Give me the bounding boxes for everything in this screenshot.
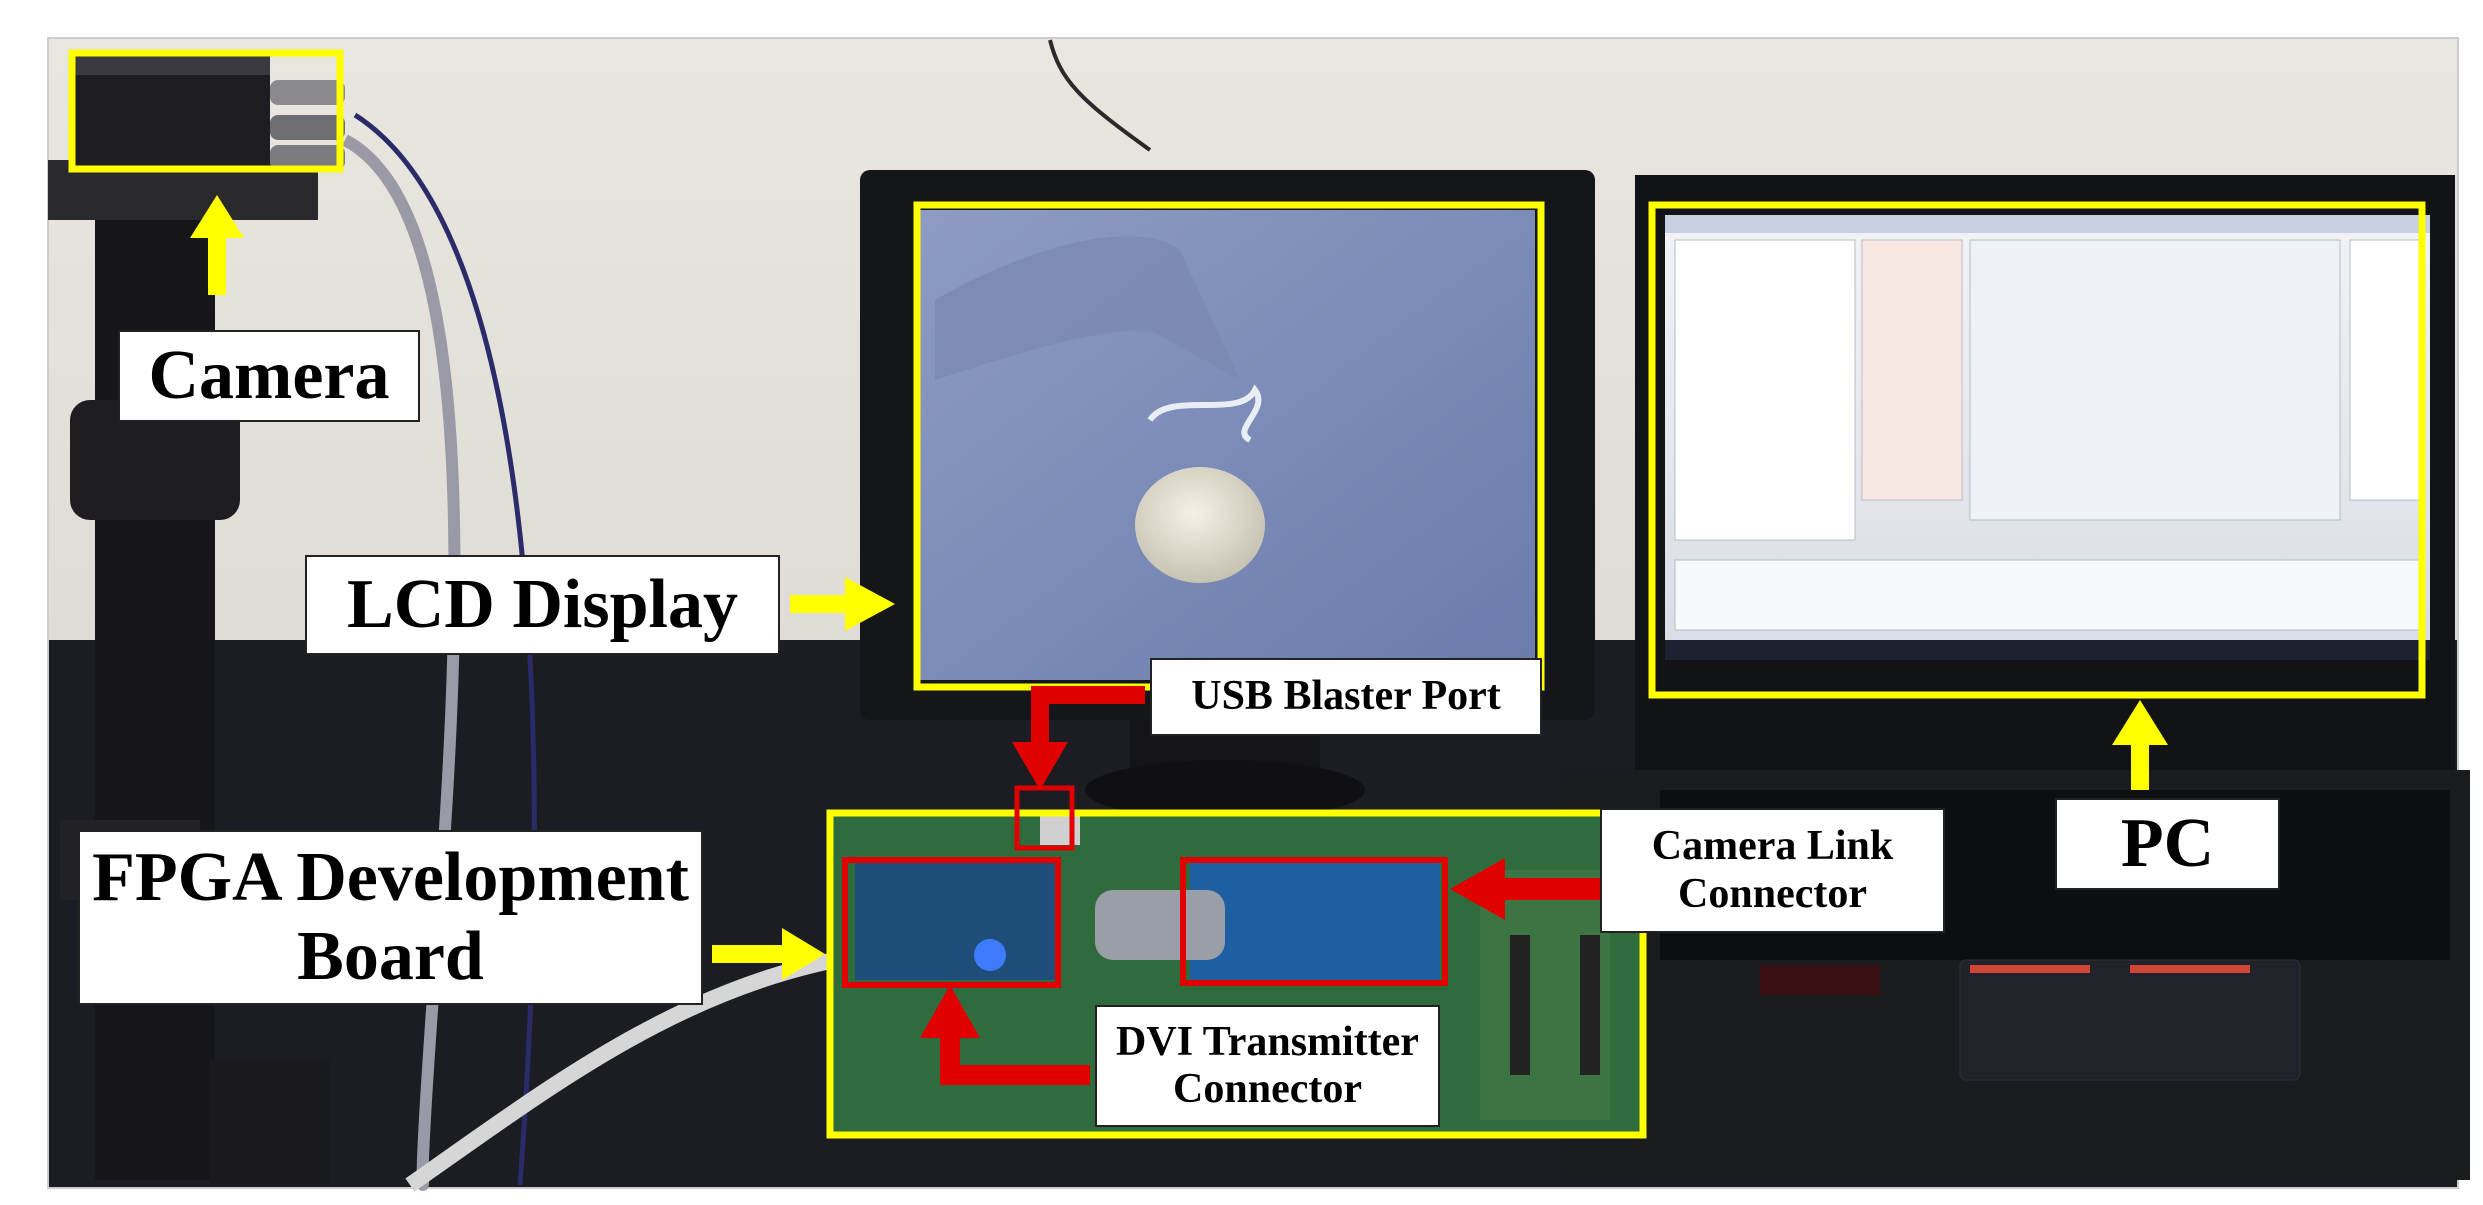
- lcd-monitor-icon: [860, 170, 1595, 820]
- fpga-board-label: FPGA Development Board: [78, 830, 703, 1005]
- fpga-arrow-icon: [712, 928, 825, 980]
- camera-device-icon: [70, 55, 345, 170]
- pc-label: PC: [2055, 798, 2280, 890]
- pc-label-text: PC: [2120, 804, 2215, 882]
- laptop-pc-icon: [1560, 175, 2470, 1180]
- lcd-display-label-text: LCD Display: [347, 565, 738, 643]
- white-cable: [405, 942, 901, 1192]
- lcd-display-label: LCD Display: [305, 555, 780, 655]
- pc-highlight-box: [1648, 201, 2426, 699]
- camera-label-text: Camera: [148, 336, 390, 414]
- dvi-highlight-box: [842, 857, 1061, 988]
- camera-link-arrow-icon: [1450, 858, 1603, 920]
- fpga-board-label-line1: FPGA Development: [92, 839, 689, 917]
- usb-blaster-arrow-icon: [1012, 686, 1145, 790]
- lcd-arrow-icon: [790, 577, 895, 631]
- fpga-highlight-box: [826, 809, 1647, 1139]
- dvi-transmitter-connector-label: DVI Transmitter Connector: [1095, 1005, 1440, 1127]
- usb-blaster-highlight-box: [1014, 785, 1075, 851]
- camera-highlight-box: [68, 49, 344, 173]
- fpga-board-label-line2: Board: [297, 917, 484, 995]
- usb-blaster-port-label-text: USB Blaster Port: [1191, 673, 1501, 720]
- dvi-transmitter-connector-label-line2: Connector: [1173, 1066, 1362, 1112]
- camera-link-highlight-box: [1180, 857, 1448, 986]
- camera-link-connector-label-line1: Camera Link: [1651, 823, 1894, 870]
- pc-arrow-icon: [2112, 700, 2168, 790]
- camera-link-connector-label-line2: Connector: [1678, 870, 1867, 917]
- dvi-transmitter-connector-label-line1: DVI Transmitter: [1116, 1018, 1419, 1065]
- usb-blaster-port-label: USB Blaster Port: [1150, 658, 1542, 736]
- camera-link-connector-label: Camera Link Connector: [1600, 808, 1945, 933]
- dvi-arrow-icon: [920, 985, 1090, 1085]
- camera-arrow-icon: [190, 195, 244, 295]
- camera-label: Camera: [118, 330, 420, 422]
